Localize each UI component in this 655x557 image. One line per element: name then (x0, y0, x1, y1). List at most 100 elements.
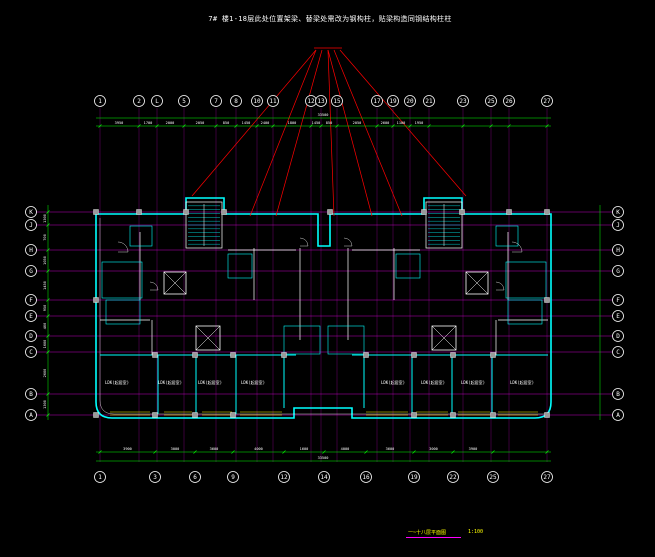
structural-column (459, 209, 465, 215)
axis-bubble-circle (178, 95, 190, 107)
axis-bubble-label: 17 (373, 98, 381, 105)
axis-bubble-left: C (25, 346, 37, 358)
dimension-tick (545, 450, 549, 454)
axis-bubble-circle (25, 310, 37, 322)
axis-bubble-label: H (616, 247, 620, 254)
axis-bubble-circle (94, 471, 106, 483)
structural-column (490, 412, 496, 418)
structural-column (544, 297, 550, 303)
dimension-text: 850 (223, 121, 230, 125)
leader-line (327, 49, 373, 217)
axis-bubble-label: 11 (269, 98, 277, 105)
dimension-tick (507, 124, 511, 128)
structural-column (230, 352, 236, 358)
axis-bubble-label: 23 (459, 98, 467, 105)
leader-line (333, 49, 403, 217)
dimension-text: 1600 (43, 340, 47, 349)
axis-bubble-label: K (29, 209, 33, 216)
elevator-shaft (195, 325, 221, 351)
axis-bubble-circle (541, 95, 553, 107)
axis-bubble-top: 27 (541, 95, 553, 107)
plan-scale: 1:100 (468, 529, 484, 535)
elevator-cross (195, 325, 221, 351)
dimension-text: 1450 (242, 121, 251, 125)
axis-bubble-label: D (29, 333, 33, 340)
annotation-note: 7# 楼1-18层此处位置架梁、替梁处需改为钢构柱，贴梁构造同钢结构柱柱 (208, 15, 452, 23)
axis-bubble-circle (133, 95, 145, 107)
structural-column (411, 412, 417, 418)
exterior-wall (95, 197, 552, 419)
axis-bubble-circle (25, 294, 37, 306)
room-label: LDK(起居室) (198, 379, 222, 385)
axis-bubble-top: 1 (94, 95, 106, 107)
axis-bubble-circle (25, 330, 37, 342)
axis-bubble-label: L (155, 98, 159, 105)
plan-title: 一~十八层平面图 (408, 530, 447, 536)
axis-bubble-left: E (25, 310, 37, 322)
axis-bubble-circle (278, 471, 290, 483)
dimension-tick (155, 124, 159, 128)
axis-bubble-circle (612, 206, 624, 218)
axis-bubble-circle (408, 471, 420, 483)
dimension-tick (46, 392, 50, 396)
leader-line (275, 49, 323, 217)
structural-column (192, 412, 198, 418)
wet-area (505, 261, 547, 299)
axis-bubble-circle (612, 346, 624, 358)
dimension-tick (335, 124, 339, 128)
dimension-tick (461, 124, 465, 128)
structural-column (363, 352, 369, 358)
dimension-text: 1050 (43, 256, 47, 265)
axis-bubble-label: J (29, 222, 33, 229)
axis-bubble-circle (423, 95, 435, 107)
axis-bubble-label: 25 (489, 474, 497, 481)
dimension-text: 1600 (300, 447, 309, 451)
dimension-tick (137, 124, 141, 128)
exterior-wall-inner (99, 218, 548, 415)
axis-bubble-circle (315, 95, 327, 107)
dimension-text: 1700 (144, 121, 153, 125)
structural-column (152, 352, 158, 358)
axis-bubble-right: B (612, 388, 624, 400)
axis-bubble-top: 26 (503, 95, 515, 107)
axis-bubble-label: 9 (231, 474, 235, 481)
axis-bubble-circle (457, 95, 469, 107)
axis-bubble-left: A (25, 409, 37, 421)
axis-bubble-label: B (29, 391, 33, 398)
room-label: LDK(起居室) (381, 379, 405, 385)
dimension-tick (491, 450, 495, 454)
annotation-leader-lines (191, 47, 467, 217)
axis-bubble-label: 21 (425, 98, 433, 105)
room-label: LDK(起居室) (105, 379, 129, 385)
axis-bubble-top: 10 (251, 95, 263, 107)
dimension-text: 33500 (318, 113, 329, 117)
axis-bubble-label: 19 (410, 474, 418, 481)
axis-bubble-right: C (612, 346, 624, 358)
wet-area (283, 325, 321, 355)
axis-bubble-circle (612, 388, 624, 400)
wet-area (495, 225, 519, 247)
axis-bubble-circle (371, 95, 383, 107)
axis-bubble-circle (487, 471, 499, 483)
structural-column (281, 352, 287, 358)
structural-column (327, 209, 333, 215)
dimension-tick (271, 124, 275, 128)
axis-bubble-top: 2 (133, 95, 145, 107)
axis-bubble-top: 17 (371, 95, 383, 107)
axis-bubble-top: 19 (387, 95, 399, 107)
dimension-tick (231, 450, 235, 454)
axis-bubble-top: 21 (423, 95, 435, 107)
axis-bubble-label: A (29, 412, 33, 419)
structural-column (230, 412, 236, 418)
axis-bubble-label: 12 (280, 474, 288, 481)
axis-bubble-label: F (29, 297, 33, 304)
axis-bubble-top: 20 (404, 95, 416, 107)
axis-bubble-circle (25, 346, 37, 358)
axis-bubble-circle (612, 330, 624, 342)
axis-bubble-bottom: 16 (360, 471, 372, 483)
elevator-shaft (163, 271, 187, 295)
axis-bubble-circle (612, 294, 624, 306)
axis-bubble-top: 5 (178, 95, 190, 107)
